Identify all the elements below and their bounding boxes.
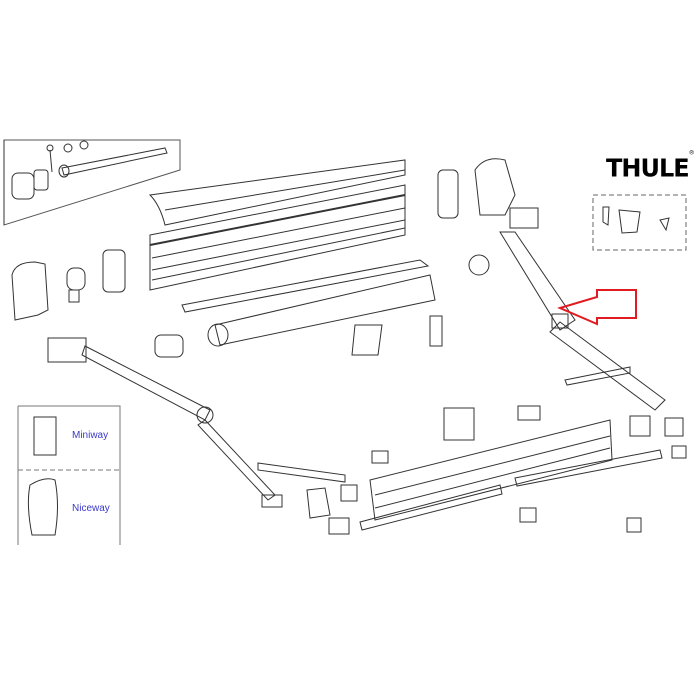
left-bearing: [66, 267, 86, 291]
lower-bracket: [443, 407, 475, 441]
left-drive-plug: [154, 334, 184, 358]
bracket-center: [351, 324, 383, 356]
fabric-roll: [207, 274, 436, 347]
right-bracket: [509, 207, 539, 229]
remote-control-panel: [17, 405, 122, 545]
remote-label-niceway: Niceway: [72, 503, 110, 514]
right-drive-plug: [468, 254, 490, 276]
roller-tube-inset: [3, 139, 181, 226]
left-end-cap: [11, 261, 49, 321]
left-arm: [47, 337, 346, 508]
right-gear-unit: [437, 169, 459, 219]
right-end-cap: [474, 158, 516, 216]
lower-strut-left: [359, 484, 503, 531]
cassette-profile: [149, 184, 406, 291]
left-gear-unit: [102, 249, 126, 293]
accessory-inset: [592, 194, 687, 251]
right-arm: [499, 231, 666, 411]
bracket-right-center: [429, 315, 443, 347]
thule-logo: THULE®: [606, 149, 695, 183]
lower-strut-right: [514, 449, 663, 487]
bottom-strip: [181, 259, 430, 313]
remote-label-miniway: Miniway: [72, 430, 109, 441]
front-bar: [369, 419, 613, 521]
front-cover-profile: [148, 159, 406, 226]
callout-arrow: [557, 289, 637, 326]
